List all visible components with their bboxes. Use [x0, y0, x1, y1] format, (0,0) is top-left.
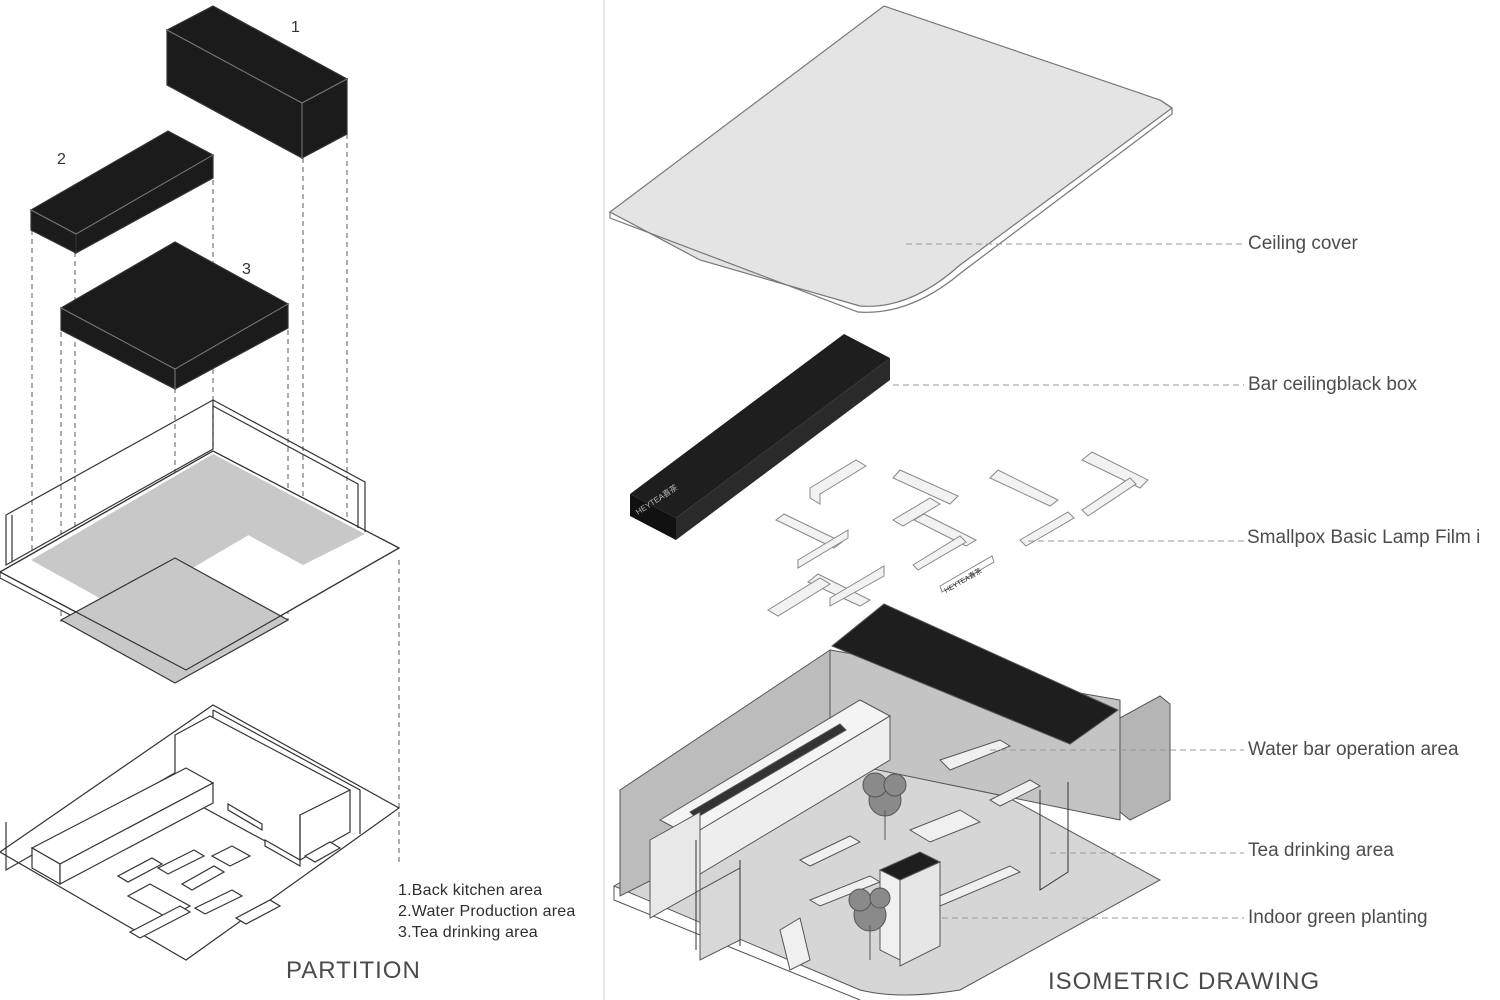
tree-icon — [848, 772, 907, 960]
shade-zone-tea — [59, 557, 290, 684]
block-number-2: 2 — [57, 151, 66, 168]
callout-leaders — [893, 243, 1244, 919]
callout-lamp-film: Smallpox Basic Lamp Film i — [1247, 527, 1481, 548]
block-number-3: 3 — [242, 261, 251, 278]
furniture-plan — [0, 704, 401, 961]
floor-plate — [0, 398, 401, 684]
ceiling-cover — [608, 5, 1174, 313]
partition-title: PARTITION — [286, 957, 421, 984]
legend-item-3: 3.Tea drinking area — [398, 924, 538, 941]
brand-sign-lamp: HEYTEA喜茶 — [943, 566, 984, 595]
shade-zone-bar — [175, 454, 365, 565]
lamp-film — [767, 451, 1149, 617]
legend-item-1: 1.Back kitchen area — [398, 882, 543, 899]
zone-block-3 — [59, 241, 290, 391]
bar-ceiling-box: HEYTEA喜茶 — [630, 334, 890, 540]
zone-block-1 — [165, 5, 349, 160]
callout-water-bar: Water bar operation area — [1248, 739, 1459, 760]
callout-ceiling-cover: Ceiling cover — [1248, 233, 1358, 254]
block-number-1: 1 — [291, 19, 300, 36]
callout-green-planting: Indoor green planting — [1248, 907, 1428, 928]
callout-bar-ceiling-box: Bar ceilingblack box — [1248, 374, 1417, 395]
legend-item-2: 2.Water Production area — [398, 903, 576, 920]
zone-block-2 — [29, 130, 215, 255]
store-isometric — [612, 603, 1171, 1000]
isometric-title: ISOMETRIC DRAWING — [1048, 968, 1321, 995]
partition-legend: 1.Back kitchen area 2.Water Production a… — [398, 880, 575, 943]
callout-tea-drinking: Tea drinking area — [1248, 840, 1394, 861]
partition-diagram — [0, 5, 401, 961]
